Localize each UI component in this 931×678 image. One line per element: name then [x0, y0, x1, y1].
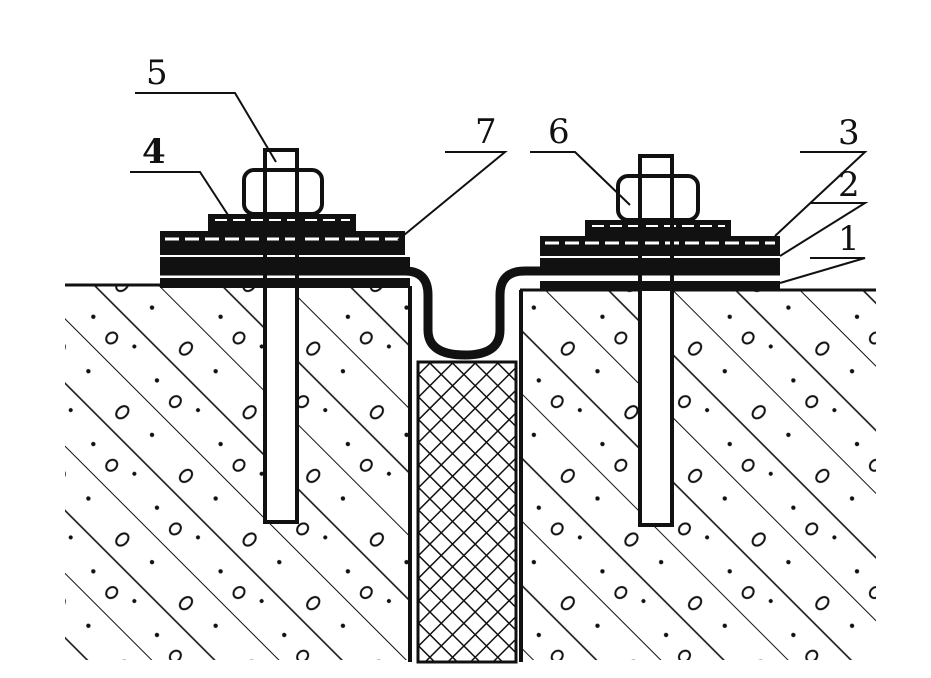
label-5: 5: [146, 53, 168, 93]
leader-lines: [130, 92, 869, 284]
right-concrete-slab: [521, 290, 876, 660]
label-2: 2: [838, 165, 860, 205]
left-clamp-assembly: [160, 168, 410, 290]
waterstop-strip: [160, 266, 780, 360]
joint-filler: [416, 360, 518, 664]
right-clamp-assembly: [540, 174, 780, 292]
label-4: 4: [142, 132, 166, 172]
label-6: 6: [548, 112, 570, 152]
label-3: 3: [838, 113, 860, 153]
label-7: 7: [475, 112, 497, 152]
label-1: 1: [838, 219, 860, 259]
left-concrete-slab: [65, 286, 410, 660]
